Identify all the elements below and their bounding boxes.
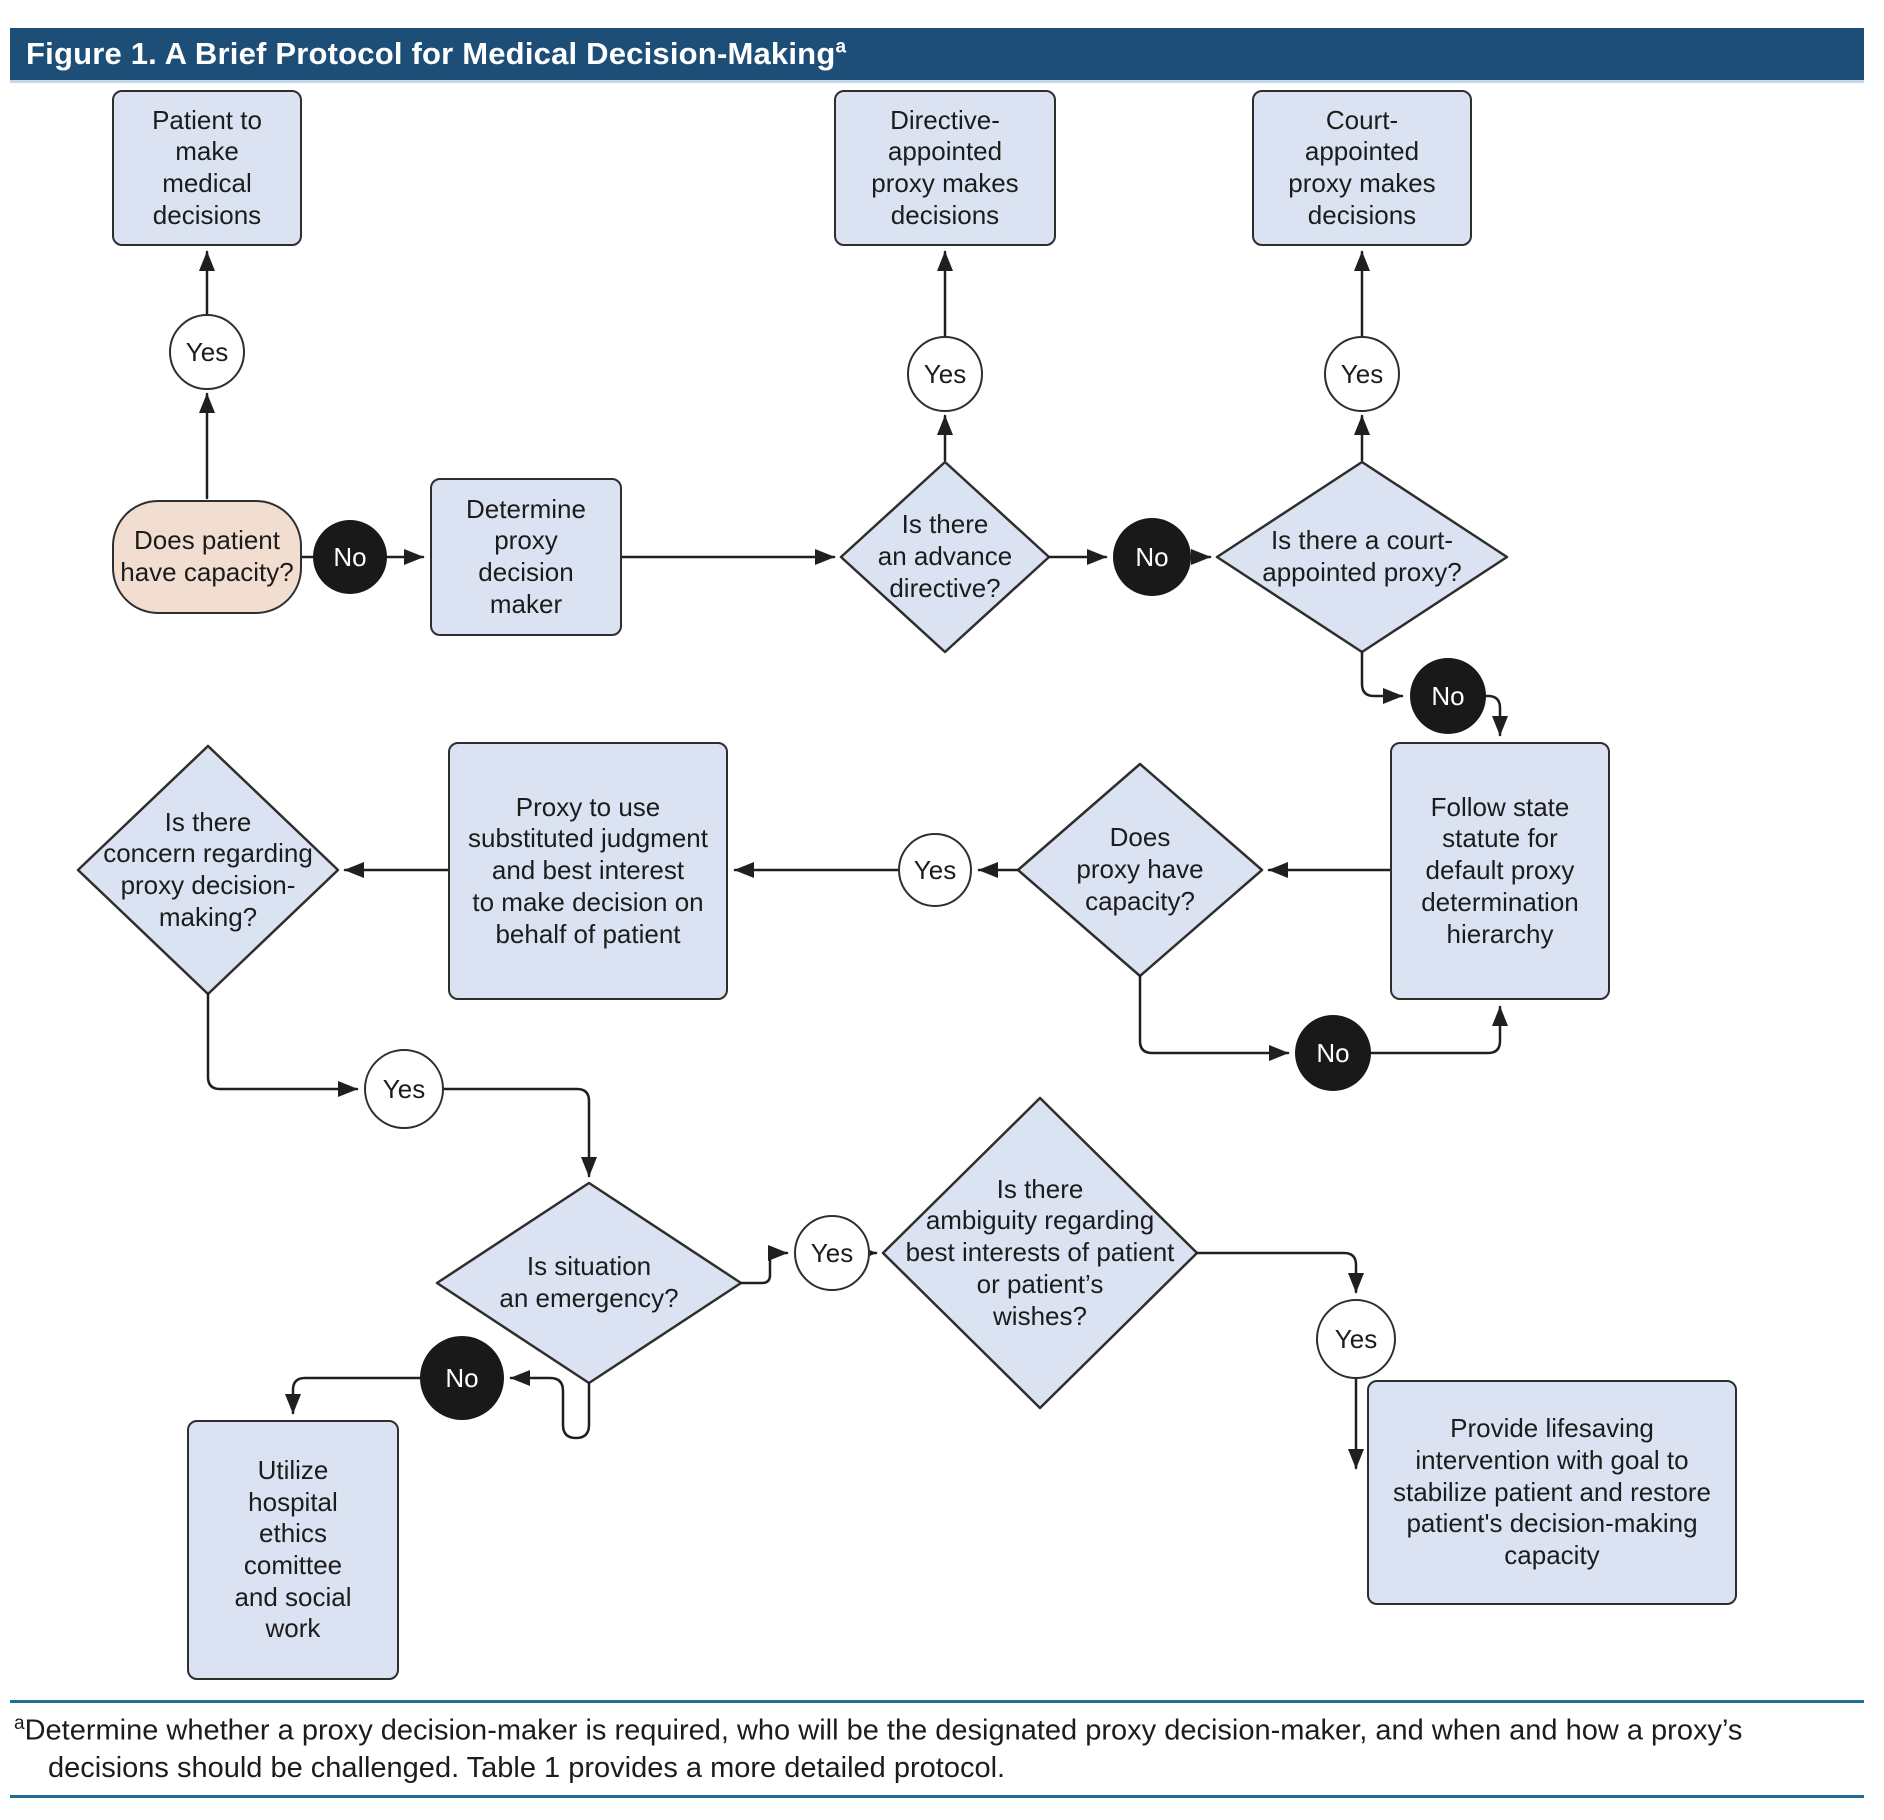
connector-yes-to-emergency: [442, 1087, 597, 1178]
no-badge-court: No: [1410, 658, 1486, 734]
follow-statute-box: Follow state statute for default proxy d…: [1390, 742, 1610, 1000]
proxy-capacity-diamond: [1016, 762, 1264, 978]
directive-proxy-box: Directive- appointed proxy makes decisio…: [834, 90, 1056, 246]
footnote-rule-top: [10, 1700, 1864, 1703]
figure-title: Figure 1. A Brief Protocol for Medical D…: [26, 36, 846, 72]
connector-emergency-no: [509, 1370, 591, 1440]
connector-proxy-capacity-no: [1138, 974, 1290, 1061]
footnote-line-1: aDetermine whether a proxy decision-make…: [14, 1712, 1742, 1749]
yes-badge-emergency: Yes: [794, 1215, 870, 1291]
no-badge-proxy-capacity: No: [1295, 1015, 1371, 1091]
connector-emergency-yes: [739, 1245, 789, 1285]
yes-badge-ambiguity: Yes: [1316, 1299, 1396, 1379]
title-superscript: a: [835, 36, 847, 58]
patient-outcome-box: Patient to make medical decisions: [112, 90, 302, 246]
yes-badge-court: Yes: [1324, 336, 1400, 412]
advance-directive-diamond: [839, 460, 1051, 654]
no-badge-emergency: No: [420, 1336, 504, 1420]
determine-proxy-box: Determine proxy decision maker: [430, 478, 622, 636]
connector-no-to-follow-bottom: [1369, 1005, 1508, 1055]
yes-badge-capacity: Yes: [169, 314, 245, 390]
connector-no-to-follow-top: [1484, 694, 1508, 737]
ambiguity-diamond: [881, 1096, 1199, 1410]
connector-ambiguity-yes: [1195, 1251, 1364, 1294]
no-badge-capacity: No: [313, 520, 387, 594]
connector-concern-yes: [206, 992, 359, 1097]
no-badge-advance: No: [1113, 518, 1191, 596]
footnote-rule-bottom: [10, 1795, 1864, 1798]
connector-no-to-ethics: [285, 1376, 422, 1415]
substituted-judgment-box: Proxy to use substituted judgment and be…: [448, 742, 728, 1000]
yes-badge-proxy-capacity: Yes: [898, 833, 972, 907]
court-proxy-box: Court- appointed proxy makes decisions: [1252, 90, 1472, 246]
footnote-line-2: decisions should be challenged. Table 1 …: [48, 1752, 1006, 1784]
lifesaving-intervention-box: Provide lifesaving intervention with goa…: [1367, 1380, 1737, 1605]
court-appointed-proxy-diamond: [1215, 460, 1509, 654]
header-underline: [10, 80, 1864, 83]
connector-court-to-no: [1360, 650, 1404, 704]
footnote-text-1: Determine whether a proxy decision-maker…: [24, 1714, 1743, 1747]
proxy-concern-diamond: [76, 744, 340, 996]
yes-badge-advance: Yes: [907, 336, 983, 412]
ethics-committee-box: Utilize hospital ethics comittee and soc…: [187, 1420, 399, 1680]
figure-title-text: Figure 1. A Brief Protocol for Medical D…: [26, 36, 836, 71]
yes-badge-concern: Yes: [364, 1049, 444, 1129]
footnote-superscript: a: [14, 1713, 25, 1734]
figure-title-bar: Figure 1. A Brief Protocol for Medical D…: [10, 28, 1864, 80]
capacity-start-pill: Does patient have capacity?: [112, 500, 302, 614]
